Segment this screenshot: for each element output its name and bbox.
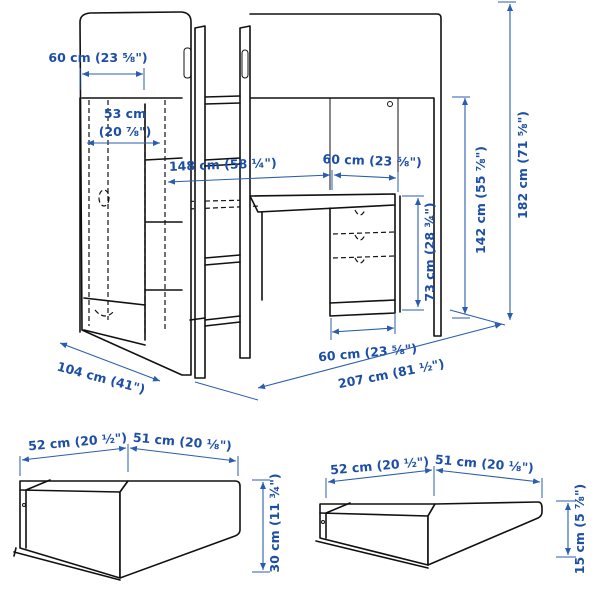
dim-desk-depth-top: 60 cm (23 ⅝") xyxy=(322,151,422,169)
dim-desk-height: 73 cm (28 ¾") xyxy=(422,202,437,301)
dim-side-top-width: 60 cm (23 ⅝") xyxy=(48,50,147,65)
small-drawer-illustration xyxy=(315,501,543,569)
dim-desk-depth-bottom: 60 cm (23 ⅝") xyxy=(318,341,418,365)
dim-depth: 104 cm (41") xyxy=(55,359,146,397)
dim-inner-width-in: (20 ⅞") xyxy=(99,124,152,139)
dim-inner-width-cm: 53 cm xyxy=(104,106,146,121)
dim-desk-offset: 148 cm (58 ¼") xyxy=(169,155,277,174)
large-drawer-illustration xyxy=(13,479,241,581)
dim-clearance-height: 142 cm (55 ⅞") xyxy=(473,146,488,254)
small-drawer-width: 52 cm (20 ½") xyxy=(330,454,430,478)
large-drawer-height: 30 cm (11 ¾") xyxy=(267,473,282,572)
loft-bed-illustration xyxy=(79,11,442,379)
dim-total-height: 182 cm (71 ⅝") xyxy=(515,111,530,219)
small-drawer-height: 15 cm (5 ⅞") xyxy=(572,484,587,574)
